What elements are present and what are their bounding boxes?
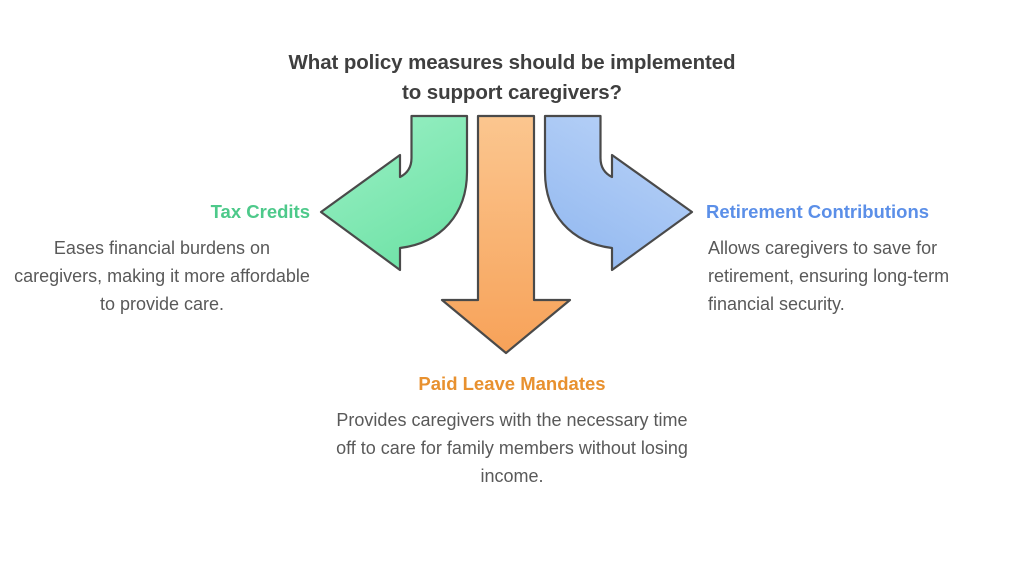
branch-description-retirement-contributions: Allows caregivers to save for retirement…	[708, 238, 950, 314]
branch-description-tax-credits: Eases financial burdens on caregivers, m…	[14, 238, 310, 314]
branch-description-paid-leave-mandates: Provides caregivers with the necessary t…	[336, 410, 688, 486]
arrow-down-paid-leave	[440, 114, 572, 355]
branch-heading-tax-credits: Tax Credits	[210, 201, 310, 222]
page-title: What policy measures should be implement…	[288, 51, 736, 104]
branch-heading-retirement-contributions: Retirement Contributions	[706, 201, 930, 222]
arrow-left-tax-credits-shape	[319, 114, 469, 272]
arrow-right-retirement	[543, 114, 694, 272]
branch-heading-paid-leave-mandates: Paid Leave Mandates	[418, 373, 606, 394]
